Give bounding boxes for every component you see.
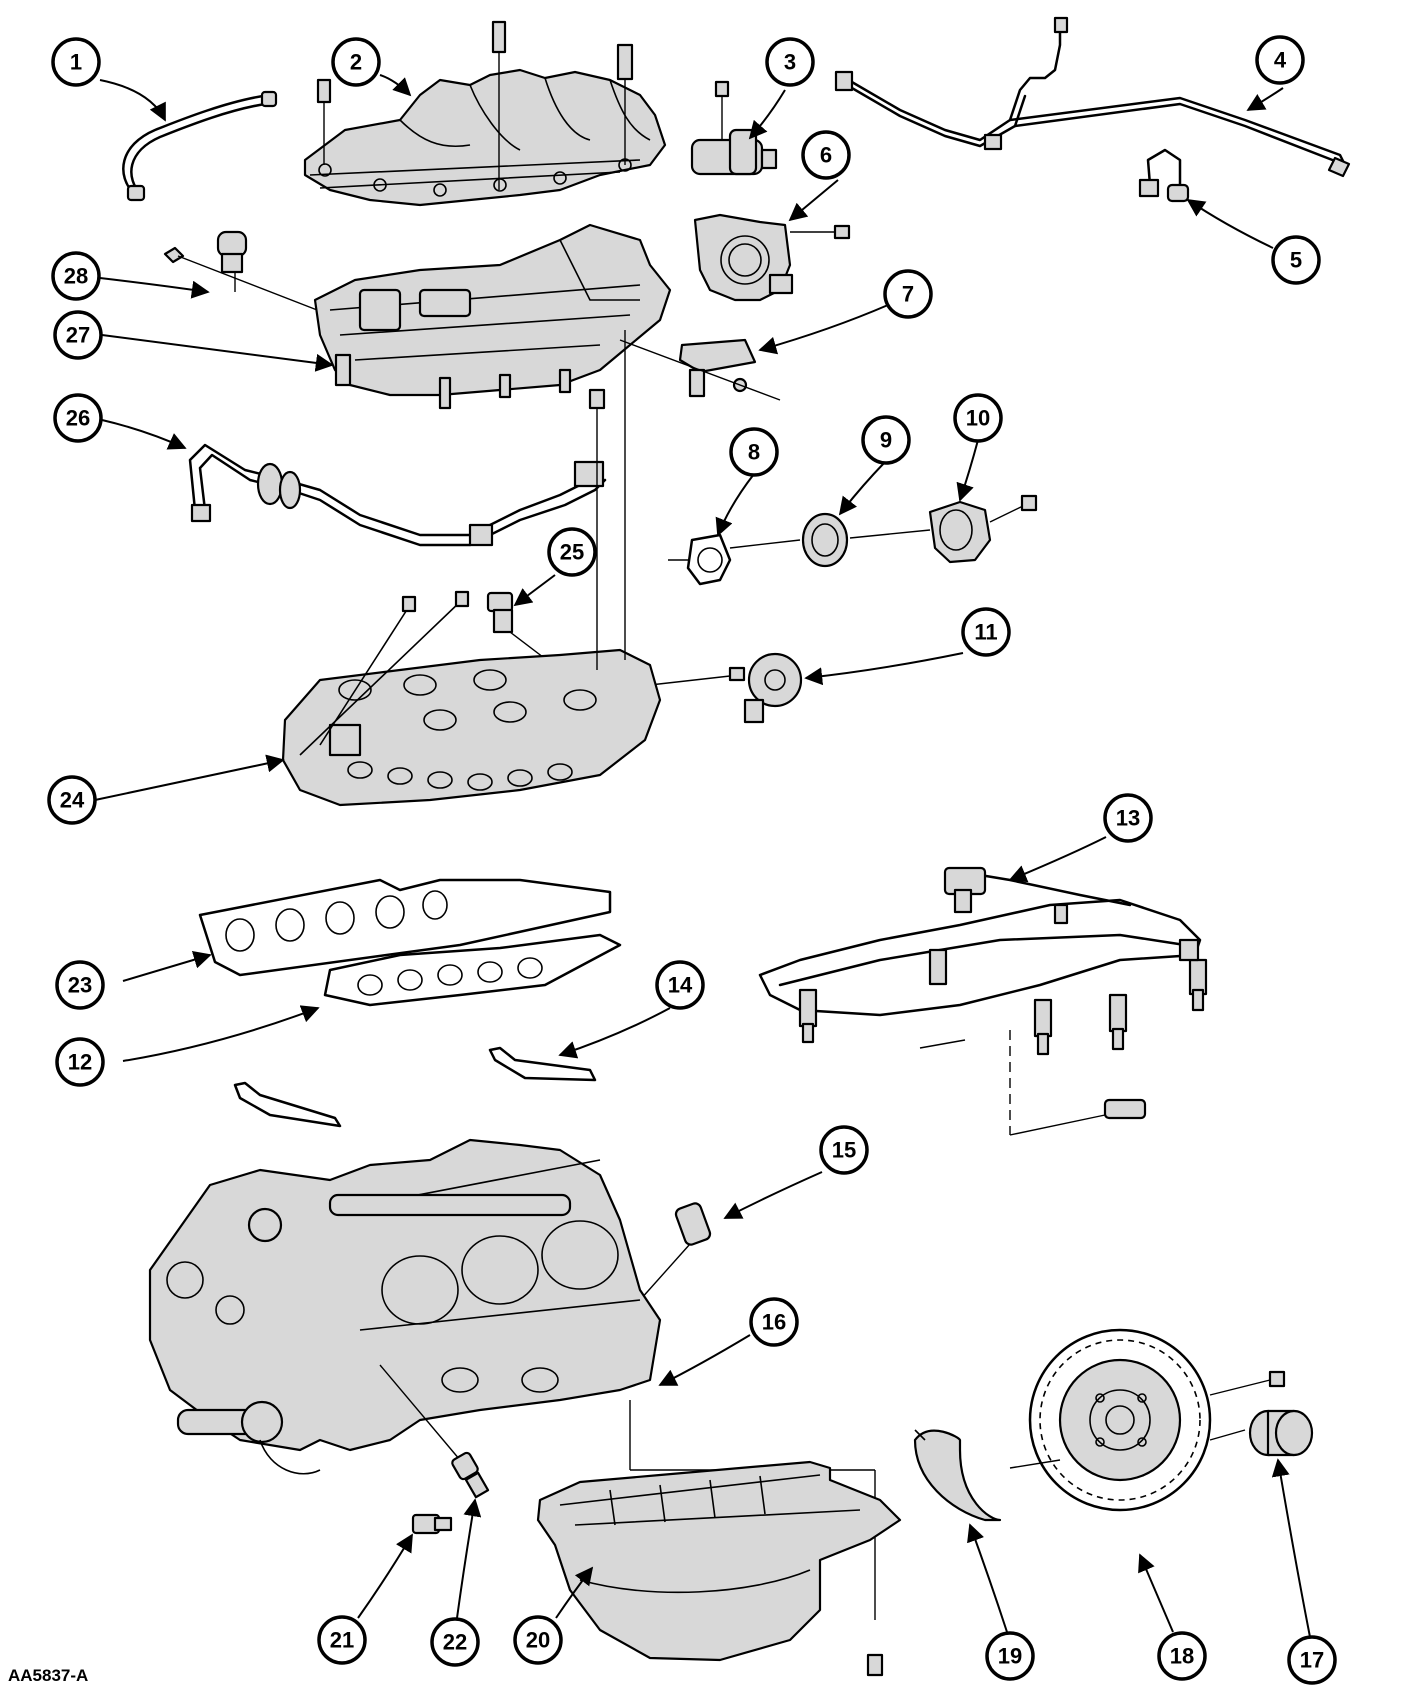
callout-label: 10: [966, 406, 990, 431]
part-end-seal-14: [233, 1046, 597, 1128]
callout-19: 19: [985, 1631, 1035, 1681]
callout-label: 3: [784, 50, 796, 75]
callout-label: 18: [1170, 1644, 1194, 1669]
part-iac-valve: [690, 80, 778, 176]
callout-label: 2: [350, 50, 362, 75]
callout-6: 6: [801, 130, 851, 180]
callout-label: 4: [1274, 48, 1287, 73]
callout-label: 24: [60, 788, 85, 813]
part-throttle-body: [693, 213, 851, 302]
callout-label: 5: [1290, 248, 1302, 273]
callout-label: 7: [902, 282, 914, 307]
callout-label: 17: [1300, 1648, 1324, 1673]
callout-label: 13: [1116, 806, 1140, 831]
part-sensor-harness-4: [834, 16, 1351, 178]
callout-3: 3: [765, 37, 815, 87]
part-sensor-5: [1138, 148, 1190, 203]
part-intake-gasket-12: [323, 933, 622, 1007]
callout-21: 21: [317, 1615, 367, 1665]
callout-8: 8: [729, 427, 779, 477]
callout-18: 18: [1157, 1631, 1207, 1681]
callout-22: 22: [430, 1617, 480, 1667]
part-flexplate: [1028, 1328, 1286, 1512]
part-pilot-bushing: [1248, 1409, 1314, 1457]
part-rear-main-seal: [913, 1429, 1061, 1522]
callout-23: 23: [55, 960, 105, 1010]
callout-14: 14: [655, 960, 705, 1010]
callout-27: 27: [53, 310, 103, 360]
callout-label: 1: [70, 50, 82, 75]
callout-label: 11: [974, 620, 997, 645]
part-intake-plenum: [313, 223, 781, 410]
callout-label: 27: [66, 323, 90, 348]
callout-25: 25: [547, 527, 597, 577]
callout-16: 16: [749, 1297, 799, 1347]
callout-28: 28: [51, 251, 101, 301]
callout-1: 1: [51, 37, 101, 87]
callout-label: 22: [443, 1630, 467, 1655]
callout-label: 16: [762, 1310, 786, 1335]
part-upper-intake-manifold: [303, 20, 667, 207]
callout-label: 21: [330, 1628, 354, 1653]
part-cylinder-block: [148, 1138, 876, 1620]
callout-20: 20: [513, 1615, 563, 1665]
callout-label: 14: [668, 973, 693, 998]
part-oil-sensor-21: [411, 1513, 453, 1535]
callout-11: 11: [961, 607, 1011, 657]
callout-label: 25: [560, 540, 584, 565]
callout-label: 12: [68, 1050, 92, 1075]
callout-7: 7: [883, 269, 933, 319]
callout-5: 5: [1271, 235, 1321, 285]
callout-12: 12: [55, 1037, 105, 1087]
part-coolant-tube: [188, 443, 607, 547]
callout-10: 10: [953, 393, 1003, 443]
part-sensor-7: [678, 338, 757, 398]
leader-lines: [94, 74, 1311, 1638]
part-lower-intake-manifold: [281, 330, 662, 807]
callout-13: 13: [1103, 793, 1153, 843]
part-fuel-rail: [758, 866, 1208, 1136]
callout-label: 15: [832, 1138, 856, 1163]
callout-15: 15: [819, 1125, 869, 1175]
callout-label: 26: [66, 406, 90, 431]
callout-label: 6: [820, 143, 832, 168]
callout-17: 17: [1287, 1635, 1337, 1685]
callout-9: 9: [861, 415, 911, 465]
callout-2: 2: [331, 37, 381, 87]
callout-label: 9: [880, 428, 892, 453]
part-egr-valve: [649, 652, 803, 724]
callout-label: 8: [748, 440, 760, 465]
callout-4: 4: [1255, 35, 1305, 85]
part-oil-sensor-22: [379, 1364, 490, 1499]
part-thermostat-housing: [849, 494, 1038, 564]
callout-label: 23: [68, 973, 92, 998]
part-sensor-25: [486, 591, 561, 671]
part-oil-pan: [536, 1460, 902, 1677]
callout-label: 28: [64, 264, 88, 289]
part-thermostat-gasket: [668, 533, 732, 586]
part-dowel-15: [639, 1202, 712, 1301]
callout-24: 24: [47, 775, 97, 825]
part-vacuum-fitting: [163, 230, 331, 316]
callout-26: 26: [53, 393, 103, 443]
part-intake-gasket-23: [198, 878, 612, 977]
part-hose-1: [122, 90, 278, 202]
figure-id-label: AA5837-A: [8, 1666, 89, 1685]
callout-label: 19: [998, 1644, 1022, 1669]
part-thermostat: [729, 512, 849, 568]
callout-label: 20: [526, 1628, 550, 1653]
